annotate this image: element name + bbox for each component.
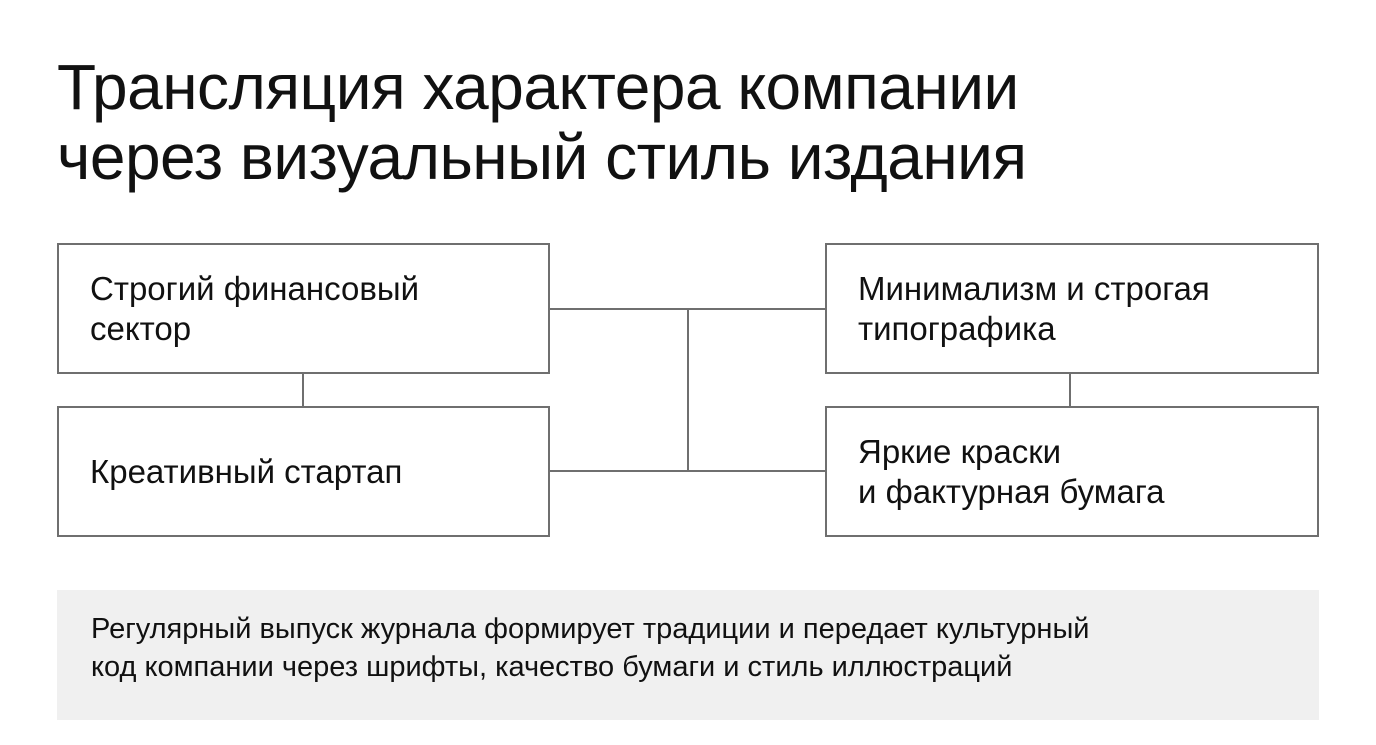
connector-left-vertical bbox=[302, 373, 304, 408]
box-minimalism-line-2: типографика bbox=[858, 309, 1056, 347]
title-line-2: через визуальный стиль издания bbox=[57, 121, 1027, 193]
box-bright-colors-line-1: Яркие краски bbox=[858, 432, 1062, 470]
box-bright-colors-paper: Яркие краски и фактурная бумага bbox=[825, 406, 1319, 537]
summary-note-line-1: Регулярный выпуск журнала формирует трад… bbox=[91, 613, 1090, 645]
box-minimalism-typography: Минимализм и строгая типографика bbox=[825, 243, 1319, 374]
box-creative-startup: Креативный стартап bbox=[57, 406, 550, 537]
box-financial-sector-line-1: Строгий финансовый bbox=[90, 269, 420, 307]
box-minimalism-line-1: Минимализм и строгая bbox=[858, 269, 1210, 307]
box-bright-colors-line-2: и фактурная бумага bbox=[858, 472, 1165, 510]
box-financial-sector-line-2: сектор bbox=[90, 309, 192, 347]
title-line-1: Трансляция характера компании bbox=[57, 51, 1019, 123]
summary-note: Регулярный выпуск журнала формирует трад… bbox=[57, 590, 1319, 720]
box-financial-sector: Строгий финансовый сектор bbox=[57, 243, 550, 374]
summary-note-line-2: код компании через шрифты, качество бума… bbox=[91, 651, 1013, 683]
box-creative-startup-label: Креативный стартап bbox=[90, 452, 403, 490]
page-title: Трансляция характера компании через визу… bbox=[57, 52, 1317, 192]
connector-center-vertical bbox=[687, 308, 689, 472]
connector-right-vertical bbox=[1069, 373, 1071, 408]
